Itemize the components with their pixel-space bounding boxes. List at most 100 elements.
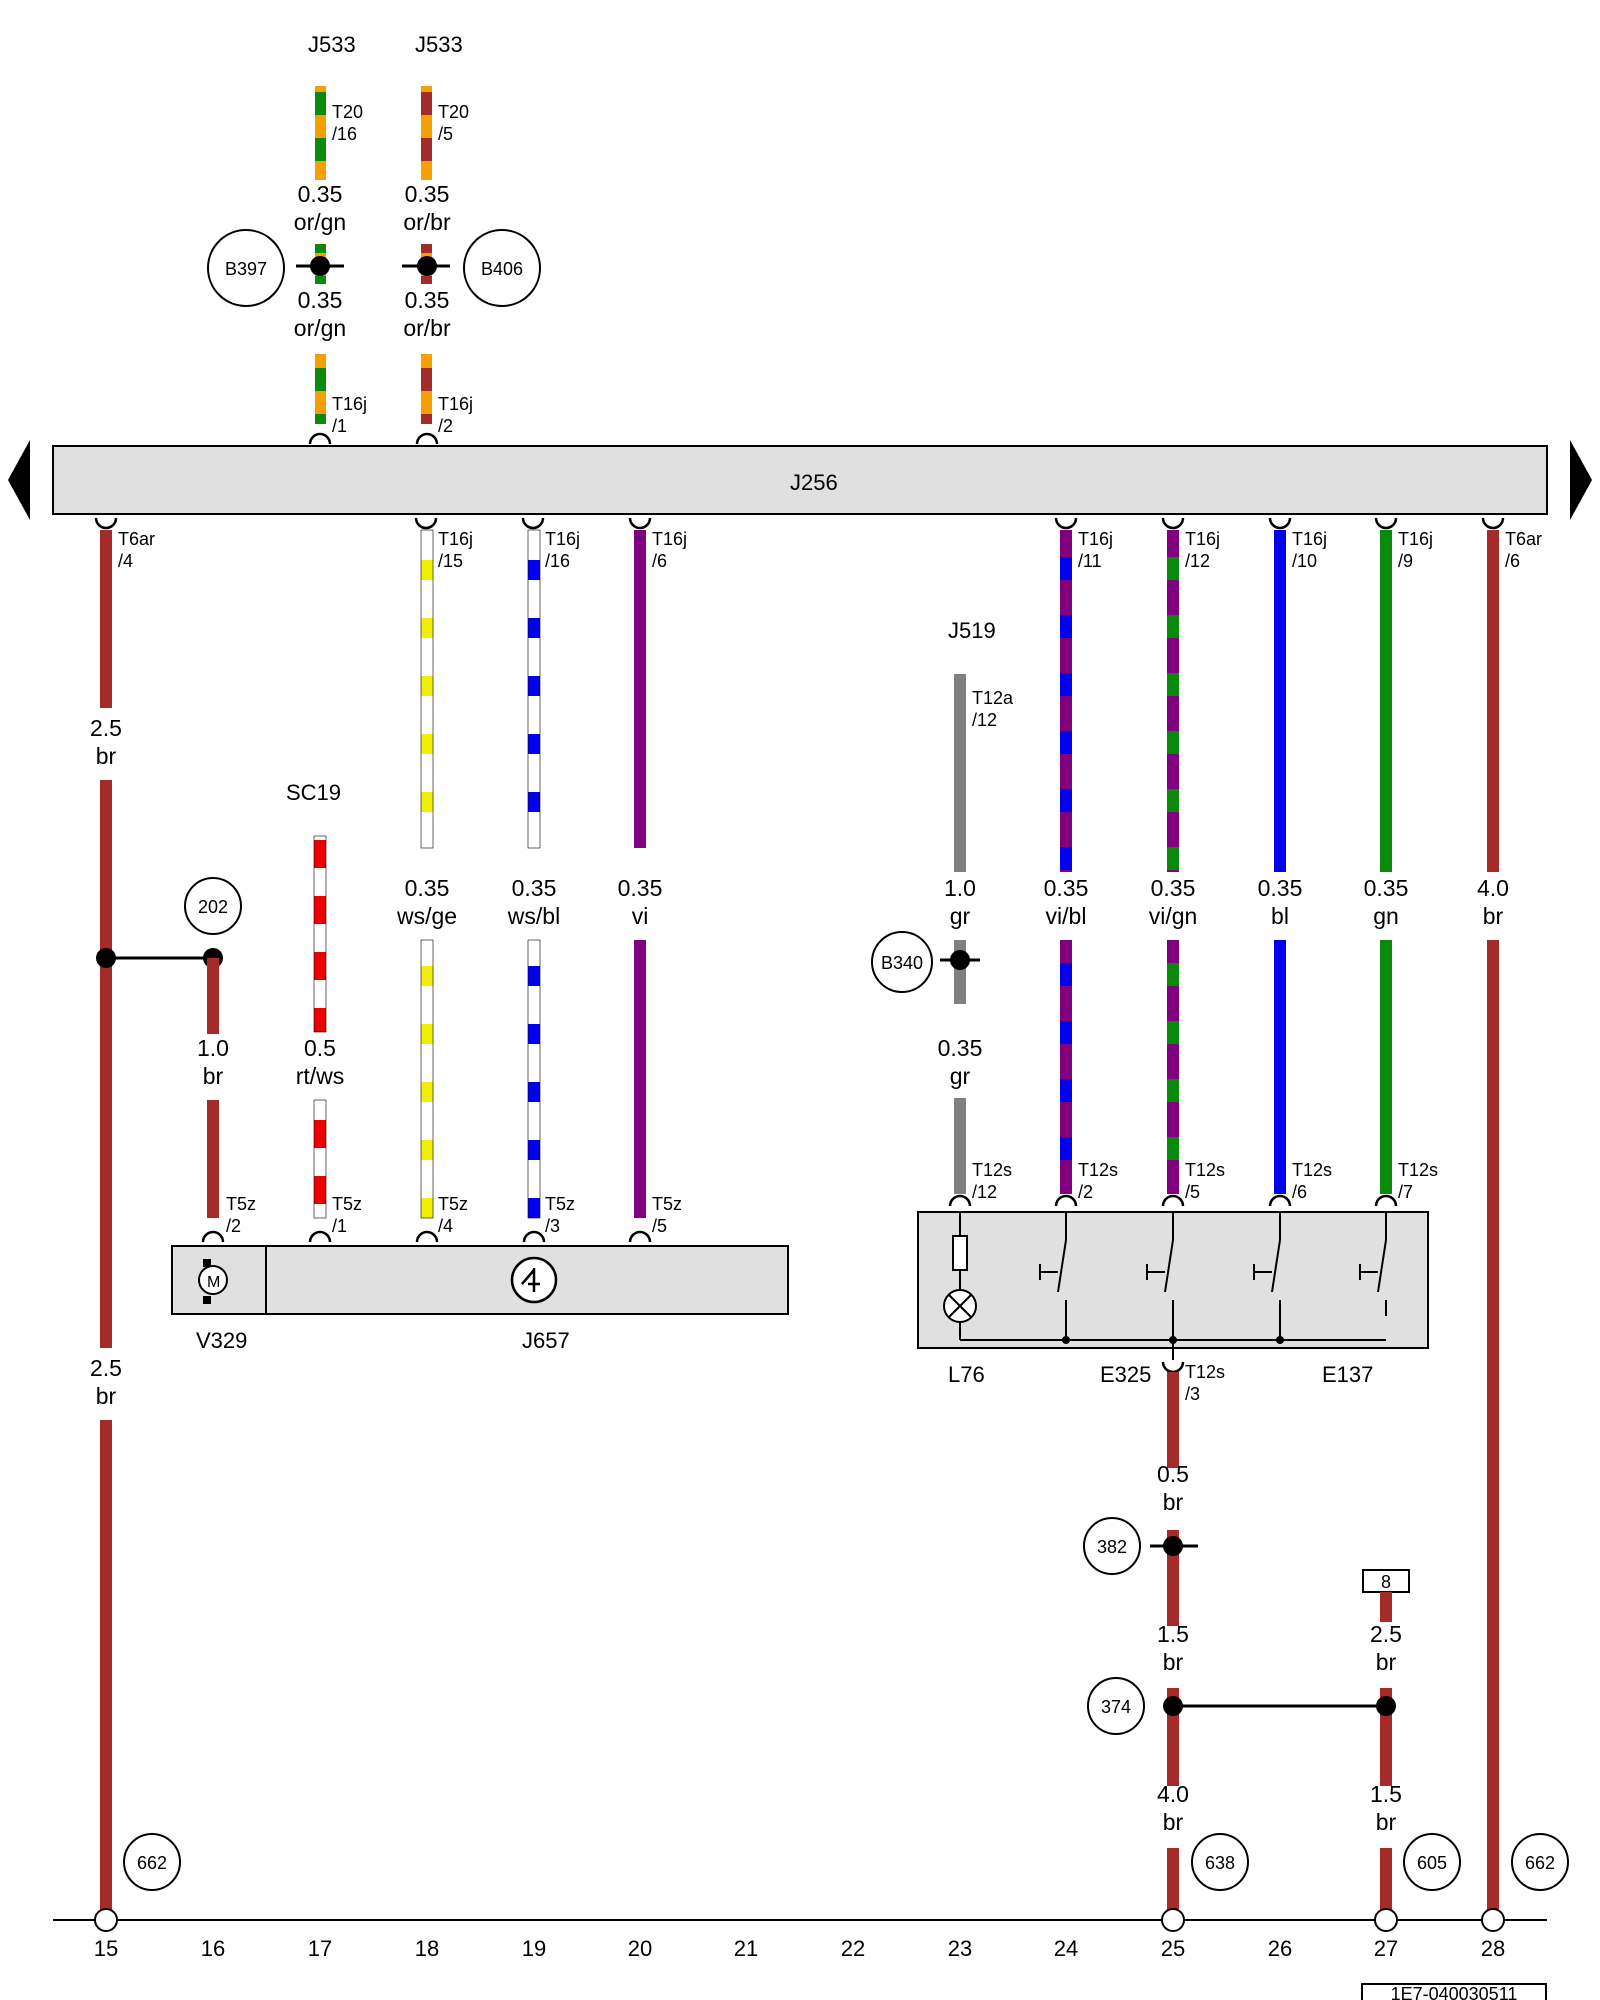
pin-t5z-2-b: /2: [226, 1216, 241, 1236]
j519-ref: J519: [948, 618, 996, 643]
column-number: 19: [522, 1936, 546, 1961]
wire-17-sc19-seg2: [313, 1099, 327, 1219]
pin-t20-5-a: T20: [438, 102, 469, 122]
wire-15-b-size: 2.5: [90, 1355, 122, 1381]
bubble-382[interactable]: [1083, 1517, 1141, 1575]
pin-t16j-16-a: T16j: [545, 529, 580, 549]
wire-26-size: 0.35: [1258, 875, 1303, 901]
b406-bubble[interactable]: [463, 229, 541, 307]
wire-27-size: 0.35: [1364, 875, 1409, 901]
pin-t12s-7-a: T12s: [1398, 1160, 1438, 1180]
wire-16-seg1: [207, 958, 219, 1034]
wire-18-top-seg1: [421, 86, 432, 180]
pin-t16j-10-b: /10: [1292, 551, 1317, 571]
wire-25-b-size: 1.5: [1157, 1621, 1189, 1647]
column-number: 21: [734, 1936, 758, 1961]
pin-t5z-4-b: /4: [438, 1216, 453, 1236]
ground-point-28: [1481, 1908, 1505, 1932]
wire-17-top-seg1: [315, 86, 326, 180]
switch-junction-dot: [1276, 1336, 1284, 1344]
pin-t16j-2-b: /2: [438, 416, 453, 436]
bubble-202[interactable]: [184, 877, 242, 935]
pin-t12s-3-b: /3: [1185, 1384, 1200, 1404]
wire-17-sc19-size: 0.5: [304, 1035, 336, 1061]
pin-t12s-6-a: T12s: [1292, 1160, 1332, 1180]
wire-24-color: vi/bl: [1046, 903, 1087, 929]
motor-brush-top-icon: [203, 1259, 211, 1267]
wire-17-top-color: or/gn: [294, 209, 346, 235]
wire-27-seg2: [1380, 940, 1392, 1194]
column-number: 18: [415, 1936, 439, 1961]
wire-25-seg2: [1167, 940, 1179, 1194]
wire-25-a-size: 0.5: [1157, 1461, 1189, 1487]
pin-t16j-12-b: /12: [1185, 551, 1210, 571]
column-number: 27: [1374, 1936, 1398, 1961]
pin-t16j-15-b: /15: [438, 551, 463, 571]
bubble-662-left-label: 662: [137, 1853, 167, 1873]
connectors-under-j256: [94, 517, 1505, 530]
bubble-638[interactable]: [1191, 1833, 1249, 1891]
doc-code: 1E7-040030511: [1391, 1984, 1518, 2000]
v329-label: V329: [196, 1328, 247, 1353]
bubble-662-right-label: 662: [1525, 1853, 1555, 1873]
b406-splice-dot: [417, 256, 437, 276]
j657-label: J657: [522, 1328, 570, 1353]
wire-23-seg1: [954, 674, 966, 872]
pin-t20-16-a: T20: [332, 102, 363, 122]
ground-point-27: [1374, 1908, 1398, 1932]
wire-25-ground-seg1: [1167, 1372, 1179, 1468]
pin-t6ar-6-b: /6: [1505, 551, 1520, 571]
box-8-label: 8: [1381, 1572, 1391, 1592]
bubble-662-right[interactable]: [1511, 1833, 1569, 1891]
b340-bubble[interactable]: [871, 931, 933, 993]
wire-27-a-color: br: [1376, 1649, 1397, 1675]
column-number: 16: [201, 1936, 225, 1961]
wire-20-seg1: [634, 530, 646, 848]
wire-23-top-color: gr: [950, 903, 971, 929]
wire-15-a-size: 2.5: [90, 715, 122, 741]
bubble-662-left[interactable]: [123, 1833, 181, 1891]
wire-23-bot-color: gr: [950, 1063, 971, 1089]
wire-18-color: ws/ge: [396, 903, 457, 929]
wire-27-b-color: br: [1376, 1809, 1397, 1835]
bubble-605[interactable]: [1403, 1833, 1461, 1891]
wire-25-color: vi/gn: [1149, 903, 1198, 929]
column-number: 26: [1268, 1936, 1292, 1961]
wire-15-b-color: br: [96, 1383, 117, 1409]
column-number: 25: [1161, 1936, 1185, 1961]
wire-23-top-size: 1.0: [944, 875, 976, 901]
wire-20-size: 0.35: [618, 875, 663, 901]
b397-splice-dot: [310, 256, 330, 276]
bubble-374-label: 374: [1101, 1697, 1131, 1717]
column-numbers: 15 16 17 18 19 20 21 22 23 24 25 26 27 2…: [94, 1936, 1505, 1961]
pin-t12s-5-a: T12s: [1185, 1160, 1225, 1180]
splice-374-dot-left: [1163, 1696, 1183, 1716]
pin-t6ar-4-a: T6ar: [118, 529, 155, 549]
pin-t5z-5-b: /5: [652, 1216, 667, 1236]
pin-t5z-1-b: /1: [332, 1216, 347, 1236]
connector-t16j-1: [308, 432, 332, 445]
pin-t16j-11-a: T16j: [1078, 529, 1113, 549]
control-unit-arrow-icon: [521, 1268, 540, 1292]
pin-t16j-6-b: /6: [652, 551, 667, 571]
doc-code-box: [1361, 1983, 1547, 2000]
wire-17-sc19-color: rt/ws: [296, 1063, 345, 1089]
wire-27-a-size: 2.5: [1370, 1621, 1402, 1647]
wire-18-size: 0.35: [405, 875, 450, 901]
wire-17-sc19-seg1: [313, 835, 327, 1033]
e325-label: E325: [1100, 1362, 1151, 1387]
continue-left-arrow[interactable]: [8, 440, 30, 520]
wire-25-a-color: br: [1163, 1489, 1184, 1515]
motor-icon-m: M: [207, 1274, 220, 1291]
wire-18-top-size: 0.35: [405, 181, 450, 207]
bubble-374[interactable]: [1087, 1677, 1145, 1735]
pin-t12s-12-b: /12: [972, 1182, 997, 1202]
wire-27-b-size: 1.5: [1370, 1781, 1402, 1807]
b397-bubble[interactable]: [207, 229, 285, 307]
wire-19-size: 0.35: [512, 875, 557, 901]
column-number: 15: [94, 1936, 118, 1961]
continue-right-arrow[interactable]: [1570, 440, 1592, 520]
pin-t16j-12-a: T16j: [1185, 529, 1220, 549]
e137-label: E137: [1322, 1362, 1373, 1387]
column-number: 22: [841, 1936, 865, 1961]
